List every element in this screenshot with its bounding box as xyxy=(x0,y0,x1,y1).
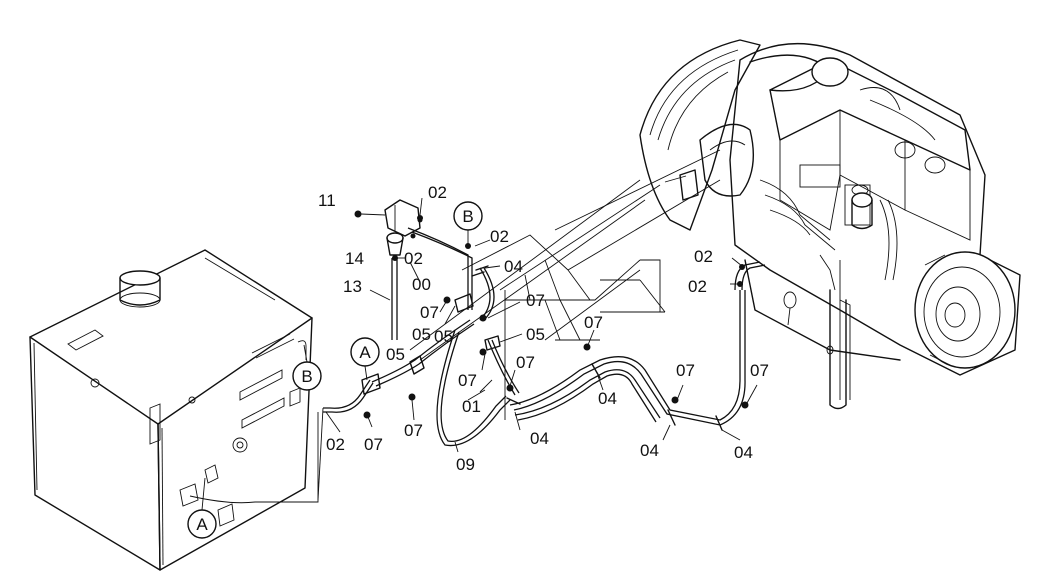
callout-b-top: B xyxy=(453,201,483,244)
crank-pulley xyxy=(914,251,1016,369)
fuel-hoses xyxy=(317,215,766,501)
part-label-07: 07 xyxy=(364,435,383,454)
part-label-01: 01 xyxy=(462,397,481,416)
part-label-09: 09 xyxy=(456,455,475,474)
part-label-04: 04 xyxy=(640,441,659,460)
projection-lines xyxy=(409,149,721,420)
part-label-07: 07 xyxy=(584,313,603,332)
engine xyxy=(639,39,1021,410)
part-label-02: 02 xyxy=(428,183,447,202)
part-label-14: 14 xyxy=(345,249,364,268)
part-label-07: 07 xyxy=(404,421,423,440)
part-label-02: 02 xyxy=(404,249,423,268)
part-label-05: 05 xyxy=(434,327,453,346)
part-label-07: 07 xyxy=(458,371,477,390)
part-label-05: 05 xyxy=(386,345,405,364)
part-label-04: 04 xyxy=(504,257,523,276)
part-label-11: 11 xyxy=(318,191,336,210)
callout-b-tank-letter: B xyxy=(301,367,312,386)
part-label-07: 07 xyxy=(420,303,439,322)
callout-b-tank: B xyxy=(292,344,322,391)
part-label-13: 13 xyxy=(343,277,362,296)
callout-a-tank-letter: A xyxy=(196,515,208,534)
part-label-04: 04 xyxy=(598,389,617,408)
part-label-02: 02 xyxy=(490,227,509,246)
part-label-07: 07 xyxy=(750,361,769,380)
part-label-00: 00 xyxy=(412,275,431,294)
part-labels: 11 02 02 14 02 04 00 13 07 07 05 05 05 0… xyxy=(318,183,769,474)
filler-cap xyxy=(119,270,161,308)
part-label-07: 07 xyxy=(516,353,535,372)
leader-lines xyxy=(325,197,758,453)
part-label-04: 04 xyxy=(530,429,549,448)
callout-a-mid-letter: A xyxy=(359,343,371,362)
part-label-07: 07 xyxy=(526,291,545,310)
fuel-tank xyxy=(29,249,319,571)
part-label-02: 02 xyxy=(326,435,345,454)
part-label-07: 07 xyxy=(676,361,695,380)
part-label-02: 02 xyxy=(694,247,713,266)
part-label-05: 05 xyxy=(412,325,431,344)
callout-a-tank: A xyxy=(187,477,217,539)
part-label-02: 02 xyxy=(688,277,707,296)
part-label-04: 04 xyxy=(734,443,753,462)
callout-b-top-letter: B xyxy=(462,207,473,226)
callout-a-mid: A xyxy=(350,337,380,381)
fuel-filter-assembly xyxy=(354,199,423,261)
part-label-05: 05 xyxy=(526,325,545,344)
